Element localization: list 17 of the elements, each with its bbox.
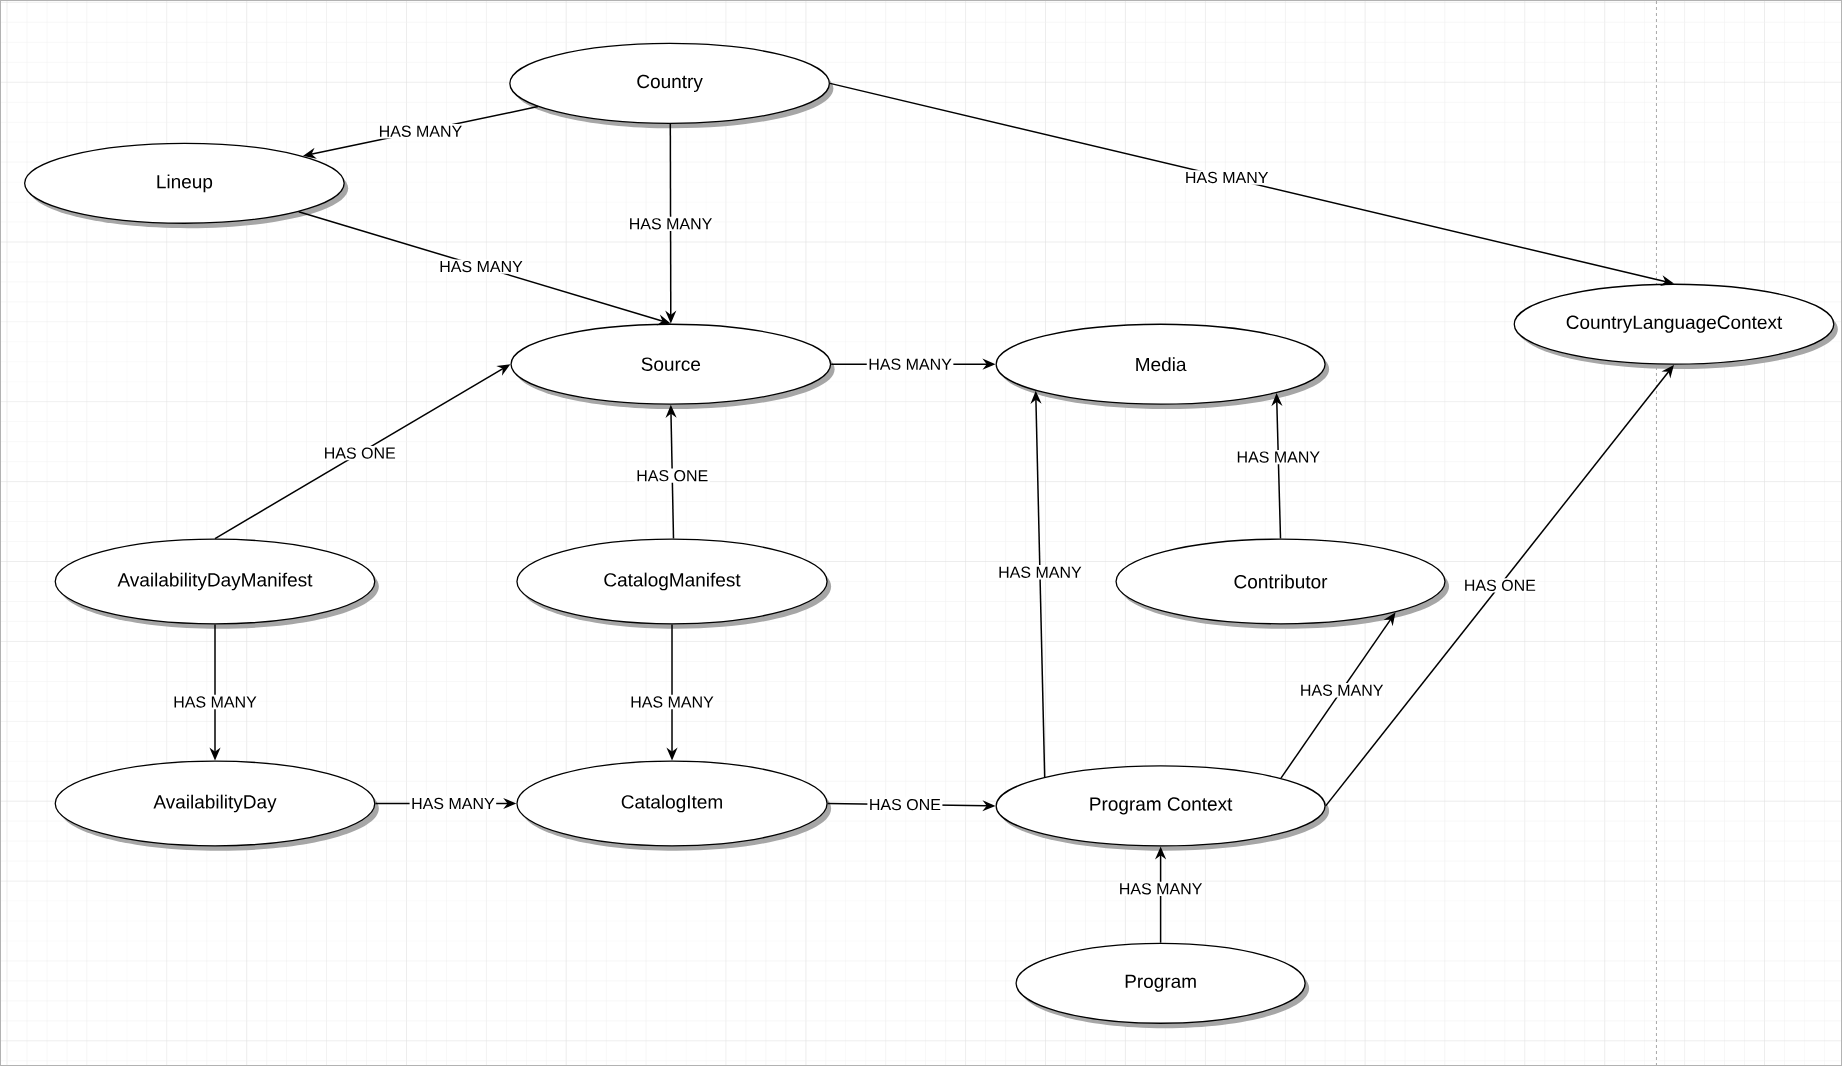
edge-label: HAS MANY — [174, 696, 257, 708]
edge-label: HAS MANY — [380, 125, 462, 137]
edge-label: HAS MANY — [1301, 684, 1384, 696]
node-label: CountryLanguageContext — [1566, 315, 1783, 333]
edge-label: HAS MANY — [412, 797, 495, 810]
edge-label: HAS MANY — [440, 260, 523, 273]
edge-label: HAS ONE — [637, 470, 708, 482]
edge-label: HAS MANY — [999, 566, 1082, 578]
edge-label: HAS ONE — [870, 798, 941, 811]
edge-label: HAS ONE — [1465, 579, 1536, 591]
edge-label: HAS MANY — [630, 218, 712, 230]
edge-label: HAS MANY — [869, 358, 952, 370]
edge-label: HAS MANY — [631, 696, 714, 708]
edge-label: HAS MANY — [1237, 451, 1320, 463]
edge-label: HAS MANY — [1120, 883, 1203, 895]
edge-label: HAS MANY — [1186, 171, 1269, 184]
edge-label: HAS ONE — [325, 447, 396, 459]
